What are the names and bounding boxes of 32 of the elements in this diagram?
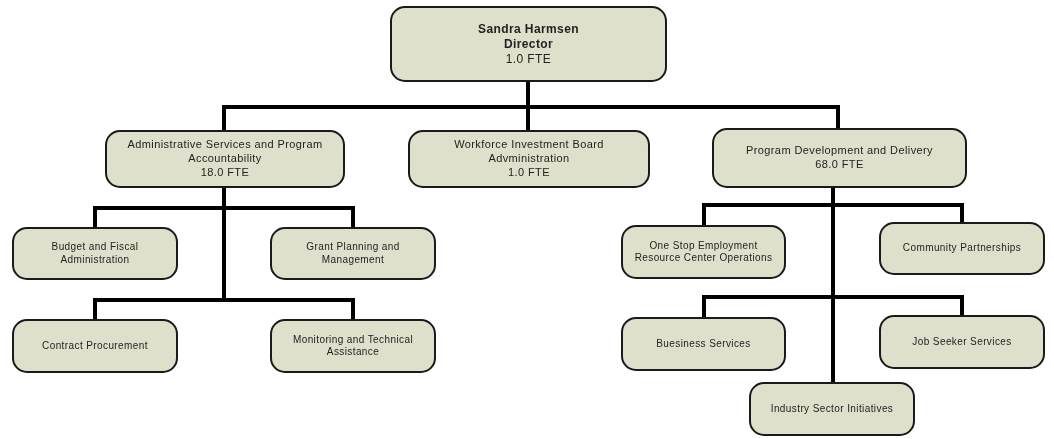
unit-name: Administrative Services and Program Accountability bbox=[126, 138, 324, 166]
unit-name: Industry Sector Initiatives bbox=[770, 402, 894, 416]
org-box bbox=[879, 315, 1045, 369]
person-name: Sandra Harmsen bbox=[478, 21, 579, 37]
unit-name: Monitoring and Technical Assistance bbox=[291, 333, 414, 359]
org-box bbox=[408, 130, 650, 188]
unit-name: Grant Planning and Management bbox=[305, 241, 401, 266]
unit-name: Program Development and Delivery bbox=[745, 144, 933, 158]
unit-name: One Stop Employment Resource Center Operations bbox=[633, 239, 774, 265]
fte-count: 18.0 FTE bbox=[200, 165, 250, 180]
unit-name: Community Partnerships bbox=[902, 242, 1022, 255]
unit-name: Contract Procurement bbox=[42, 339, 148, 353]
org-box bbox=[712, 128, 967, 188]
job-title: Director bbox=[503, 36, 554, 52]
org-box bbox=[270, 227, 436, 280]
org-box bbox=[879, 222, 1045, 275]
org-box bbox=[12, 319, 178, 373]
connector-line bbox=[222, 188, 355, 319]
fte-count: 1.0 FTE bbox=[508, 165, 550, 180]
org-box bbox=[390, 6, 667, 82]
org-box bbox=[621, 317, 786, 371]
org-box bbox=[749, 382, 915, 436]
unit-name: Workforce Investment Board Advministration bbox=[453, 138, 605, 166]
unit-name: Job Seeker Services bbox=[912, 335, 1012, 349]
org-box bbox=[12, 227, 178, 280]
unit-name: Buesiness Services bbox=[656, 337, 751, 351]
org-box bbox=[621, 225, 786, 279]
org-box bbox=[270, 319, 436, 373]
fte-count: 68.0 FTE bbox=[815, 158, 864, 172]
fte-count: 1.0 FTE bbox=[505, 51, 552, 67]
org-box bbox=[105, 130, 345, 188]
unit-name: Budget and Fiscal Administration bbox=[50, 241, 140, 266]
